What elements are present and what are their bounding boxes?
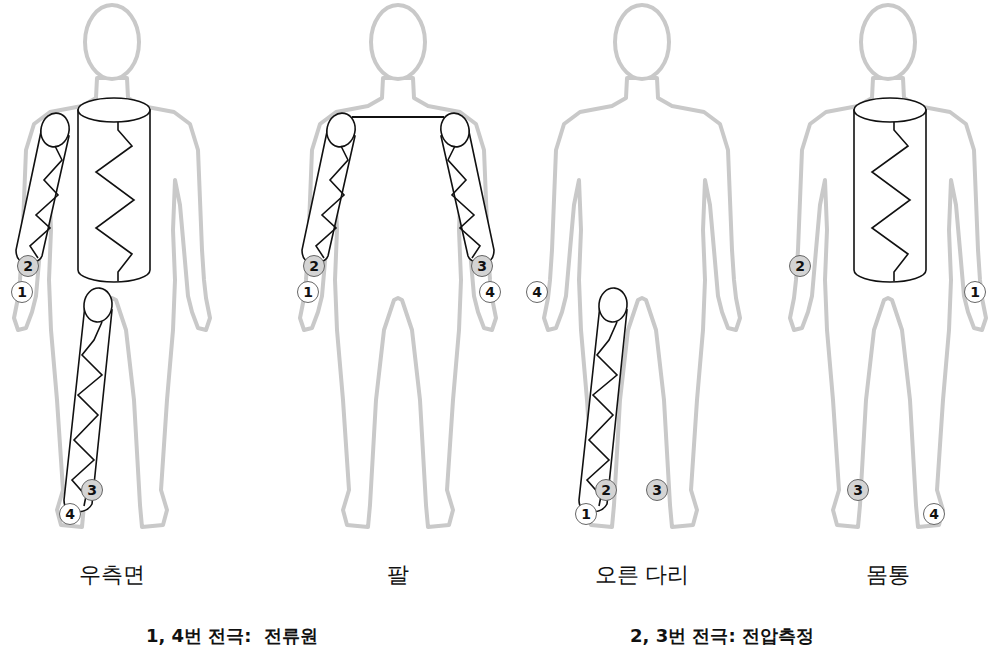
electrode-number: 1 xyxy=(575,503,597,525)
electrode-number: 2 xyxy=(789,255,811,277)
figure-caption: 오른 다리 xyxy=(595,560,690,590)
electrode-number: 4 xyxy=(59,503,81,525)
body-silhouette xyxy=(300,78,496,527)
electrode-number: 1 xyxy=(964,281,986,303)
electrode-number: 2 xyxy=(17,255,39,277)
electrode-number: 2 xyxy=(595,479,617,501)
electrode-number: 2 xyxy=(303,255,325,277)
body-silhouette xyxy=(544,78,740,527)
electrode-number: 3 xyxy=(471,255,493,277)
body-silhouette xyxy=(790,78,986,527)
electrode-number: 3 xyxy=(646,479,668,501)
electrode-number: 4 xyxy=(479,281,501,303)
figure-caption: 우측면 xyxy=(79,560,145,590)
legend-note: 1, 4번 전극: 전류원 xyxy=(146,624,318,648)
electrode-number: 4 xyxy=(923,503,945,525)
body-head xyxy=(371,5,425,79)
figure-caption: 팔 xyxy=(387,560,409,590)
electrode-number: 1 xyxy=(297,281,319,303)
body-head xyxy=(85,5,139,79)
body-silhouette xyxy=(14,78,210,527)
body-head xyxy=(615,5,669,79)
body-head xyxy=(861,5,915,79)
legend-note: 2, 3번 전극: 전압측정 xyxy=(630,624,814,648)
electrode-number: 3 xyxy=(847,479,869,501)
electrode-number: 1 xyxy=(11,281,33,303)
figure-caption: 몸통 xyxy=(866,560,910,590)
electrode-number: 3 xyxy=(81,479,103,501)
electrode-number: 4 xyxy=(526,281,548,303)
